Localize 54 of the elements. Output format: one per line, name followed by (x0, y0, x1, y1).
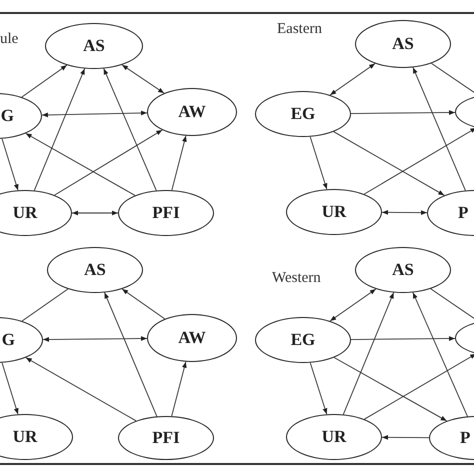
arrow (122, 288, 166, 320)
ellipse-node (0, 190, 72, 236)
arrow (2, 362, 18, 415)
arrow (412, 67, 466, 191)
panel-title: Eastern (277, 21, 322, 38)
arrow (104, 292, 158, 417)
node-label: G (0, 106, 14, 126)
arrow (334, 357, 448, 422)
arrow (2, 138, 18, 191)
arrow (25, 357, 136, 422)
arrow (364, 353, 474, 420)
arrow (122, 64, 165, 94)
arrow (333, 131, 445, 196)
node-label: UR (322, 202, 346, 222)
arrow (350, 336, 456, 341)
arrow (330, 288, 376, 322)
arrow (310, 136, 328, 190)
node-label: PFI (152, 203, 180, 223)
node-label: EG (290, 104, 316, 124)
arrow (382, 434, 430, 440)
arrow (34, 68, 86, 191)
arrow (103, 68, 157, 191)
node-label: PFI (152, 428, 180, 448)
node-label: AS (84, 260, 106, 280)
arrow (72, 210, 118, 216)
arrow (54, 130, 163, 196)
ellipse-node (0, 414, 73, 460)
arrow (412, 292, 468, 417)
node-label: UR (322, 427, 346, 447)
node-label: P (458, 203, 468, 223)
arrow (171, 361, 187, 417)
node-label: UR (12, 203, 38, 223)
arrow (21, 64, 68, 98)
node-label: EG (290, 330, 316, 350)
arrow (310, 362, 328, 415)
node-label: AS (83, 36, 105, 56)
node-label: AW (178, 102, 206, 122)
node-label: AS (392, 260, 414, 280)
arrow (382, 210, 428, 216)
node-label: G (2, 330, 15, 350)
node-label: AW (178, 328, 206, 348)
arrow (330, 63, 376, 96)
node-label: AS (392, 34, 414, 54)
panel-title: ule (0, 31, 18, 48)
arrow (171, 135, 187, 191)
node-label: UR (12, 427, 38, 447)
arrow (42, 110, 148, 118)
arrow (42, 336, 148, 342)
node-label: P (460, 428, 470, 448)
arrow (350, 110, 456, 115)
arrow (342, 292, 394, 415)
panel-title: Western (272, 270, 321, 287)
arrow (364, 127, 474, 195)
arrow (25, 132, 136, 196)
